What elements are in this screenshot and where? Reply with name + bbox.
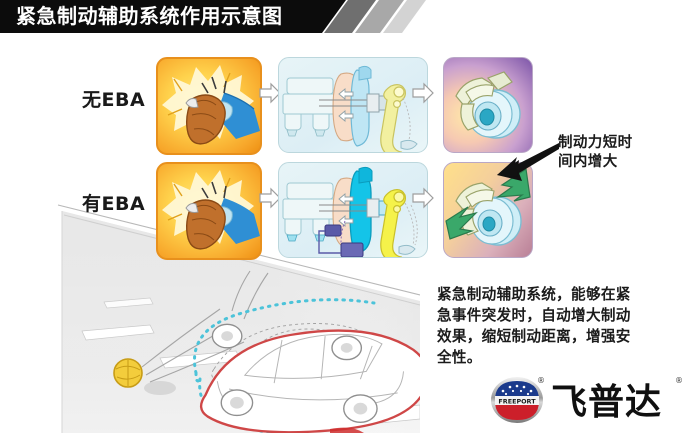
page-title: 紧急制动辅助系统作用示意图 [16,4,283,28]
brake-booster-panel-with-eba [278,162,428,258]
callout-text: 制动力短时 间内增大 [558,134,698,172]
brake-booster-panel-no-eba [278,57,428,153]
car [199,323,420,433]
eba-control-module [324,224,342,237]
ball-shadow [144,381,176,395]
row-label-with-eba: 有EBA [82,193,146,215]
header-banner: 紧急制动辅助系统作用示意图 [0,0,700,33]
flow-arrow-icon-2 [412,82,434,104]
road-braking-illustration [57,204,420,433]
callout-line-2: 间内增大 [558,154,618,171]
brand-name-cn: 飞普达 [551,382,663,423]
flow-arrow-icon-1 [259,82,281,104]
flow-arrow-icon-4 [412,187,434,209]
row-label-no-eba: 无EBA [82,89,146,111]
brake-light [330,427,364,433]
force-arrow-green [445,167,531,240]
badge-text: FREEPORT [498,397,536,405]
callout-arrow-icon [497,143,559,181]
brake-pedal-panel-no-eba [156,57,262,155]
registered-mark-badge: ® [537,376,545,385]
brake-disc-panel-no-eba [443,57,533,153]
brand-logo: FREEPORT 飞普达 ® ® [487,375,695,425]
freeport-badge-icon: FREEPORT [491,377,543,423]
header-bar-background [0,0,318,33]
flow-arrow-icon-3 [259,187,281,209]
registered-mark-brand: ® [675,376,683,385]
description-text: 紧急制动辅助系统，能够在紧急事件突发时，自动增大制动效果，缩短制动距离，增强安全… [437,286,631,367]
header-slant-stripes [300,0,426,33]
callout-line-1: 制动力短时 [558,135,633,151]
brake-pedal-panel-with-eba [156,162,262,260]
